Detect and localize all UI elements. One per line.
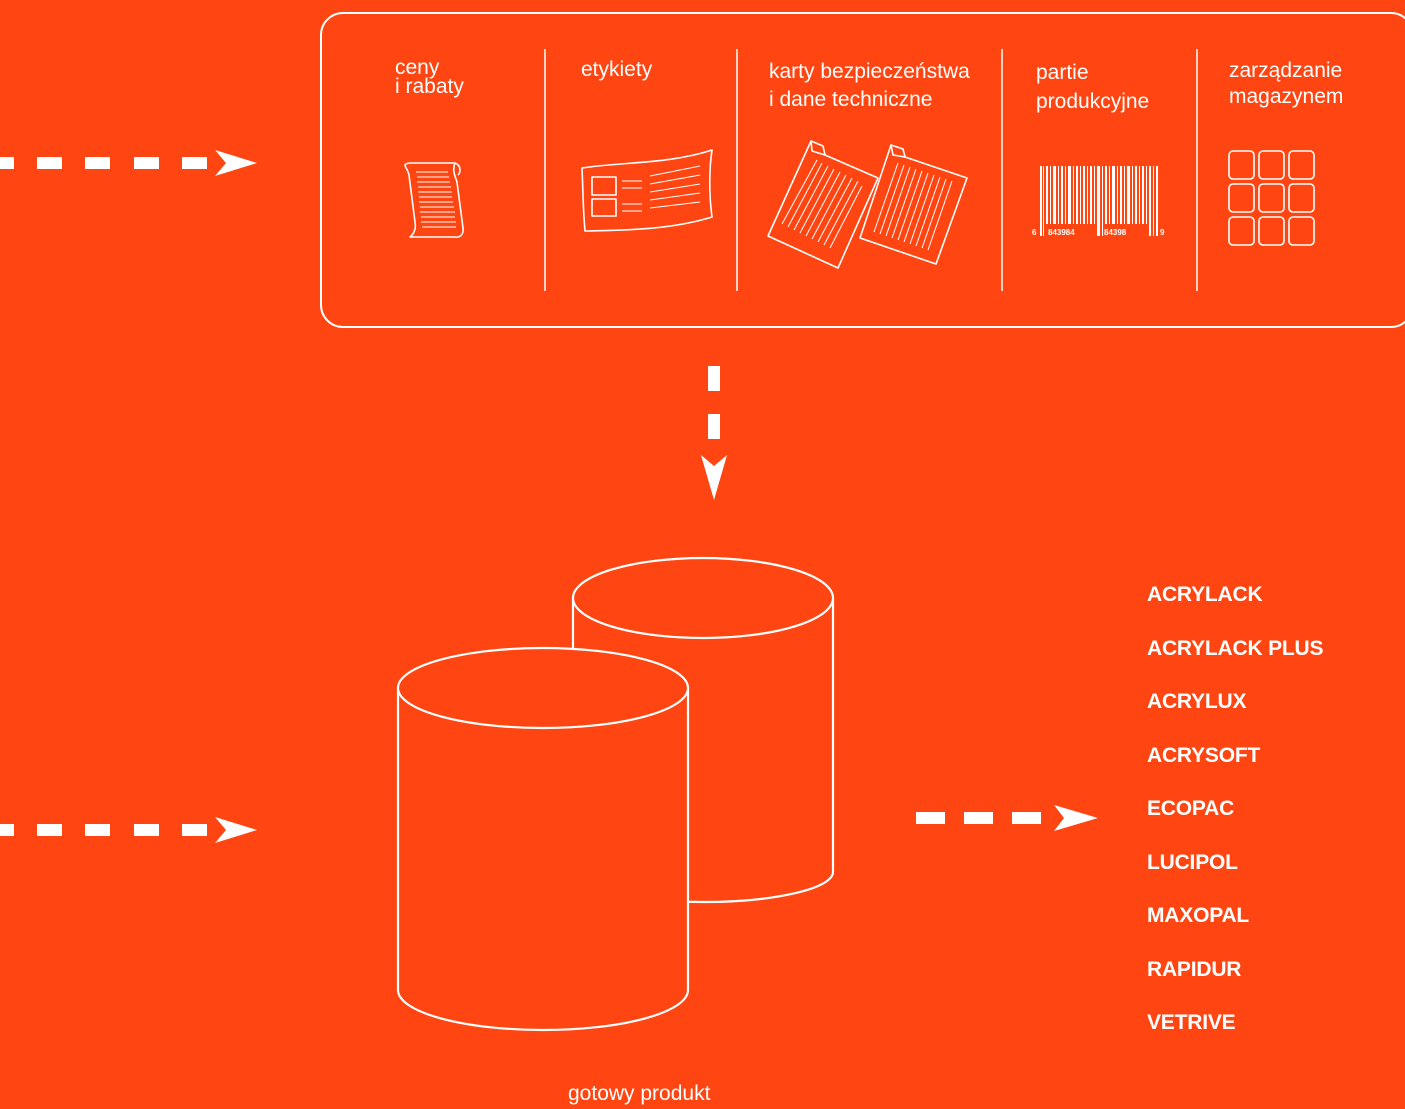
section-label-warehouse: zarządzanie magazynem — [1229, 59, 1344, 108]
barcode-digits: 6 843984 84398 9 — [1032, 228, 1165, 237]
arrow-down — [701, 366, 727, 500]
product-item: ACRYLACK — [1147, 583, 1263, 606]
product-item: ACRYLUX — [1147, 690, 1247, 713]
documents-icon — [767, 140, 968, 269]
storage-grid-icon — [1228, 150, 1315, 246]
barcode-icon — [1040, 166, 1158, 236]
panel-dividers — [544, 49, 1198, 291]
product-item: ECOPAC — [1147, 797, 1235, 820]
product-item: RAPIDUR — [1147, 957, 1242, 981]
barcode-digits-group2: 84398 — [1104, 228, 1127, 237]
database-cylinders-icon — [396, 556, 835, 1032]
barcode-digits-group1: 843984 — [1048, 228, 1075, 237]
product-item: ACRYLACK PLUS — [1147, 636, 1324, 660]
barcode-digit-first: 6 — [1032, 228, 1037, 237]
section-label-prices: ceny i rabaty — [395, 56, 464, 98]
product-item: MAXOPAL — [1147, 904, 1250, 927]
label-icon — [581, 149, 713, 232]
info-panel-frame — [320, 12, 1405, 328]
barcode-digit-last: 9 — [1160, 228, 1165, 237]
product-list: ACRYLACK ACRYLACK PLUS ACRYLUX ACRYSOFT … — [1147, 581, 1323, 1063]
arrow-top-left — [0, 150, 257, 176]
database-caption: gotowy produkt — [568, 1082, 711, 1105]
arrow-right — [916, 805, 1098, 831]
product-item: LUCIPOL — [1147, 850, 1238, 874]
section-label-safety-sheets: karty bezpieczeństwa i dane techniczne — [769, 60, 970, 111]
product-item: VETRIVE — [1147, 1011, 1236, 1034]
scroll-document-icon — [404, 162, 464, 238]
product-item: ACRYSOFT — [1147, 743, 1261, 767]
section-label-labels: etykiety — [581, 58, 653, 81]
section-label-production-batches: partie produkcyjne — [1036, 61, 1150, 113]
arrow-bottom-left — [0, 817, 257, 843]
